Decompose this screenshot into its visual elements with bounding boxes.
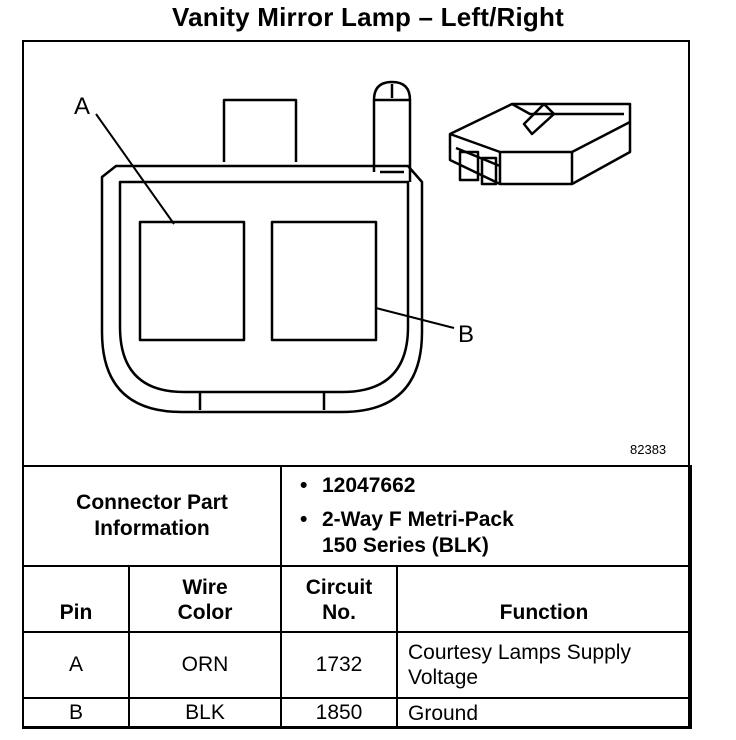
connector-part-row: Connector Part Information •12047662 •2-… <box>22 465 692 567</box>
cavity-b <box>270 220 378 342</box>
connector-iso-view <box>448 102 632 186</box>
connector-drawing: A B 82383 <box>74 80 666 457</box>
callout-b-leader <box>375 307 455 329</box>
row-b-function: Ground <box>396 697 692 729</box>
header-function: Function <box>396 565 692 633</box>
row-a-circuit: 1732 <box>280 631 398 699</box>
connector-part-label: Connector Part Information <box>22 465 282 567</box>
connector-body-inner <box>118 180 410 394</box>
connector-info-table: Connector Part Information •12047662 •2-… <box>22 465 692 729</box>
part-number: •12047662 <box>300 474 416 497</box>
connector-top-tab <box>222 98 298 162</box>
table-row: B BLK 1850 Ground <box>22 697 692 729</box>
figure-number: 82383 <box>630 442 666 457</box>
page-title: Vanity Mirror Lamp – Left/Right <box>172 2 564 32</box>
connector-latch <box>372 80 412 182</box>
row-a-pin: A <box>22 631 130 699</box>
connector-series: 150 Series (BLK) <box>322 534 489 557</box>
callout-a: A <box>74 93 90 120</box>
row-b-pin: B <box>22 697 130 729</box>
row-b-circuit: 1850 <box>280 697 398 729</box>
row-b-color: BLK <box>128 697 282 729</box>
header-pin: Pin <box>22 565 130 633</box>
connector-body-outer <box>100 164 424 414</box>
cavity-a <box>138 220 246 342</box>
callout-a-leader <box>95 113 175 225</box>
row-a-color: ORN <box>128 631 282 699</box>
callout-b: B <box>458 321 474 348</box>
connector-type: •2-Way F Metri-Pack <box>300 508 514 531</box>
connector-part-list: •12047662 •2-Way F Metri-Pack 150 Series… <box>280 465 692 567</box>
